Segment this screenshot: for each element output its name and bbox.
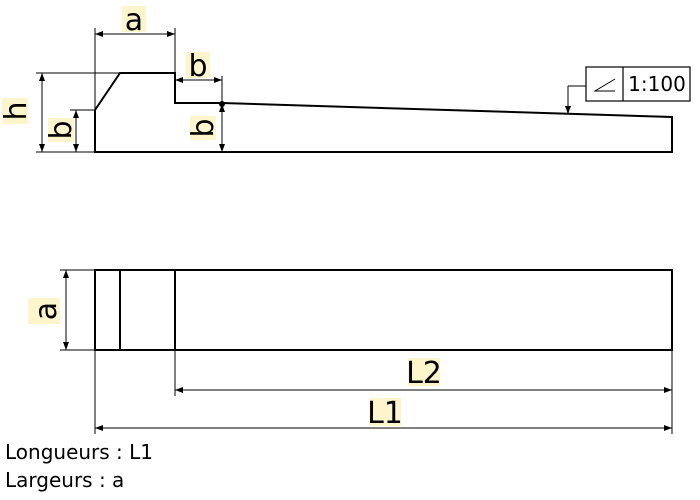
taper-symbol-icon: [593, 78, 616, 92]
caption-lengths: Longueurs : L1: [5, 440, 154, 464]
dimension-a-plan: a: [28, 269, 95, 351]
dimension-b-step: b: [175, 49, 223, 103]
dimension-label-a-plan: a: [29, 302, 64, 320]
dimension-b-left: b: [44, 109, 95, 152]
dimension-a-top: a: [94, 3, 176, 110]
taper-callout: 1:100: [565, 66, 691, 114]
plan-view-outline: [94, 269, 673, 351]
dimension-L1: L1: [94, 350, 673, 434]
dimension-label-L2: L2: [406, 356, 442, 391]
caption-widths: Largeurs : a: [5, 468, 125, 492]
dimension-label-L1: L1: [367, 396, 403, 431]
dimension-L2: L2: [174, 350, 673, 396]
dimension-label-h: h: [0, 101, 34, 120]
taper-ratio: 1:100: [628, 72, 686, 96]
plan-view: [94, 269, 673, 351]
dimension-label-b-right: b: [186, 118, 221, 137]
dimension-label-a: a: [125, 3, 143, 38]
dimension-label-b-step: b: [188, 49, 207, 84]
dimension-b-right: b: [186, 104, 225, 152]
side-view-outline: [94, 72, 673, 153]
dimension-h: h: [0, 72, 120, 153]
dimension-label-b-left: b: [44, 120, 79, 139]
